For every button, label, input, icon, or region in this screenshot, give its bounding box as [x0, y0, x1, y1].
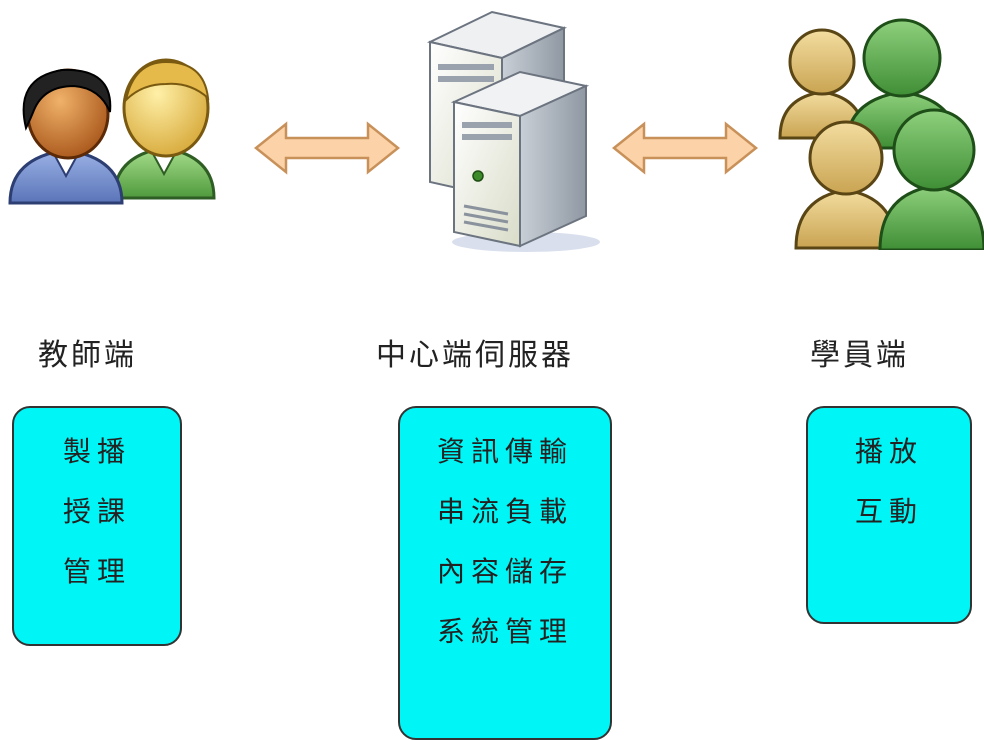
- student-functions-box: 播放 互動: [806, 406, 972, 624]
- teacher-function: 管理: [62, 555, 131, 588]
- student-label: 學員端: [810, 338, 909, 373]
- student-function: 播放: [854, 435, 923, 468]
- server-label: 中心端伺服器: [376, 338, 574, 373]
- server-function: 資訊傳輸: [436, 435, 573, 468]
- double-arrow-icon: [252, 120, 402, 176]
- student-function: 互動: [854, 495, 923, 528]
- teacher-function: 製播: [62, 435, 131, 468]
- server-function: 串流負載: [436, 495, 573, 528]
- server-function: 內容儲存: [436, 555, 573, 588]
- server-function: 系統管理: [436, 615, 573, 648]
- teacher-functions-box: 製播 授課 管理: [12, 406, 182, 646]
- servers-icon: [416, 6, 606, 256]
- double-arrow-icon: [610, 120, 760, 176]
- teacher-label: 教師端: [38, 338, 137, 373]
- server-functions-box: 資訊傳輸 串流負載 內容儲存 系統管理: [398, 406, 612, 740]
- group-people-icon: [776, 18, 984, 250]
- teacher-people-icon: [4, 48, 244, 208]
- teacher-function: 授課: [62, 495, 131, 528]
